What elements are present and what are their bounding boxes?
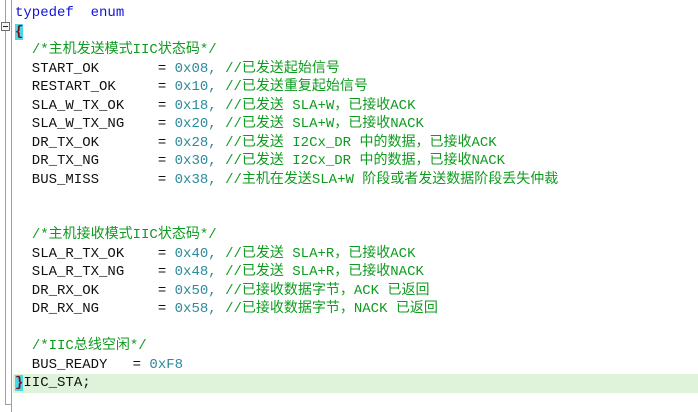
fold-scope-line bbox=[5, 0, 6, 404]
code-line[interactable] bbox=[13, 319, 698, 338]
code-segment-pl bbox=[217, 153, 225, 169]
code-segment-pl bbox=[217, 116, 225, 132]
code-line[interactable]: /*主机发送模式IIC状态码*/ bbox=[13, 41, 698, 60]
code-line[interactable]: START_OK = 0x08, //已发送起始信号 bbox=[13, 60, 698, 79]
code-segment-num: 0x18, bbox=[174, 97, 217, 114]
code-segment-brace: { bbox=[15, 23, 24, 40]
code-lines: typedef enum { /*主机发送模式IIC状态码*/ START_OK … bbox=[13, 0, 698, 411]
code-segment-cm: /*主机发送模式IIC状态码*/ bbox=[31, 42, 217, 58]
code-segment-pl bbox=[217, 301, 225, 317]
code-segment-pl bbox=[217, 79, 225, 95]
minus-glyph bbox=[3, 26, 8, 27]
code-segment-pl: RESTART_OK = bbox=[15, 79, 175, 95]
code-line[interactable]: /*主机接收模式IIC状态码*/ bbox=[13, 226, 698, 245]
code-line[interactable]: typedef enum bbox=[13, 4, 698, 23]
code-line[interactable]: SLA_W_TX_NG = 0x20, //已发送 SLA+W，已接收NACK bbox=[13, 115, 698, 134]
code-line[interactable]: SLA_R_TX_OK = 0x40, //已发送 SLA+R，已接收ACK bbox=[13, 245, 698, 264]
code-segment-pl: SLA_W_TX_OK = bbox=[15, 97, 175, 114]
code-segment-pl bbox=[217, 246, 225, 262]
code-segment-num: 0x50, bbox=[174, 282, 217, 299]
code-segment-cm: //主机在发送SLA+W 阶段或者发送数据阶段丢失仲裁 bbox=[225, 171, 559, 188]
code-segment-num: 0x10, bbox=[174, 79, 217, 95]
code-segment-cm: /*IIC总线空闲*/ bbox=[31, 338, 147, 354]
code-segment-num: 0x08, bbox=[174, 60, 217, 77]
code-line[interactable]: RESTART_OK = 0x10, //已发送重复起始信号 bbox=[13, 78, 698, 97]
code-segment-cm: //已发送 I2Cx_DR 中的数据，已接收NACK bbox=[225, 153, 506, 169]
code-segment-cm: //已发送重复起始信号 bbox=[225, 79, 368, 95]
code-segment-pl bbox=[15, 42, 32, 58]
code-line[interactable]: DR_TX_NG = 0x30, //已发送 I2Cx_DR 中的数据，已接收N… bbox=[13, 152, 698, 171]
code-segment-num: 0xF8 bbox=[149, 356, 184, 373]
code-line-current[interactable]: }IIC_STA; bbox=[13, 374, 698, 393]
code-segment-pl bbox=[15, 338, 32, 354]
code-line[interactable]: /*IIC总线空闲*/ bbox=[13, 337, 698, 356]
code-line[interactable]: SLA_W_TX_OK = 0x18, //已发送 SLA+W，已接收ACK bbox=[13, 97, 698, 116]
code-segment-pl bbox=[217, 283, 225, 299]
code-segment-pl: DR_TX_NG = bbox=[15, 153, 175, 169]
code-segment-pl: SLA_R_TX_OK = bbox=[15, 245, 175, 262]
code-segment-num: 0x38, bbox=[174, 171, 217, 188]
code-line[interactable]: BUS_MISS = 0x38, //主机在发送SLA+W 阶段或者发送数据阶段… bbox=[13, 171, 698, 190]
code-segment-num: 0x58, bbox=[174, 301, 217, 317]
code-segment-cm: //已发送 SLA+R，已接收ACK bbox=[225, 245, 416, 262]
code-segment-num: 0x20, bbox=[174, 116, 217, 132]
code-segment-cm: //已发送起始信号 bbox=[225, 60, 340, 77]
code-segment-pl: START_OK = bbox=[15, 60, 175, 77]
code-segment-pl: DR_RX_OK = bbox=[15, 282, 175, 299]
code-segment-num: 0x48, bbox=[174, 264, 217, 280]
code-segment-pl: BUS_MISS = bbox=[15, 171, 175, 188]
code-segment-pl bbox=[15, 227, 32, 243]
fold-collapse-icon[interactable] bbox=[1, 22, 10, 31]
code-segment-cm: //已接收数据字节，ACK 已返回 bbox=[225, 282, 430, 299]
fold-scope-line-end bbox=[5, 404, 11, 405]
code-segment-pl bbox=[217, 98, 225, 114]
code-line[interactable]: DR_RX_NG = 0x58, //已接收数据字节，NACK 已返回 bbox=[13, 300, 698, 319]
code-segment-pl: DR_RX_NG = bbox=[15, 301, 175, 317]
code-segment-kw: typedef enum bbox=[15, 5, 125, 21]
code-segment-cm: //已发送 SLA+R，已接收NACK bbox=[225, 264, 424, 280]
code-line[interactable]: DR_RX_OK = 0x50, //已接收数据字节，ACK 已返回 bbox=[13, 282, 698, 301]
code-segment-cm: //已接收数据字节，NACK 已返回 bbox=[225, 301, 438, 317]
code-segment-brace: } bbox=[15, 375, 24, 391]
code-segment-pl: BUS_READY = bbox=[15, 356, 150, 373]
code-line[interactable] bbox=[13, 208, 698, 227]
code-segment-pl: SLA_R_TX_NG = bbox=[15, 264, 175, 280]
fold-gutter bbox=[0, 0, 12, 412]
code-segment-num: 0x40, bbox=[174, 245, 217, 262]
code-segment-pl bbox=[217, 61, 225, 77]
code-segment-cm: //已发送 I2Cx_DR 中的数据，已接收ACK bbox=[225, 134, 497, 151]
code-segment-pl bbox=[217, 264, 225, 280]
code-segment-cm: /*主机接收模式IIC状态码*/ bbox=[31, 227, 217, 243]
code-segment-pl bbox=[217, 172, 225, 188]
code-line[interactable] bbox=[13, 393, 698, 412]
code-line[interactable] bbox=[13, 189, 698, 208]
code-segment-pl: IIC_STA; bbox=[23, 375, 91, 391]
code-line[interactable]: BUS_READY = 0xF8 bbox=[13, 356, 698, 375]
code-segment-pl bbox=[217, 135, 225, 151]
code-segment-cm: //已发送 SLA+W，已接收NACK bbox=[225, 116, 424, 132]
code-line[interactable]: DR_TX_OK = 0x28, //已发送 I2Cx_DR 中的数据，已接收A… bbox=[13, 134, 698, 153]
code-segment-num: 0x30, bbox=[174, 153, 217, 169]
code-segment-cm: //已发送 SLA+W，已接收ACK bbox=[225, 97, 416, 114]
code-line[interactable]: { bbox=[13, 23, 698, 42]
gutter-divider bbox=[11, 0, 12, 412]
code-line[interactable]: SLA_R_TX_NG = 0x48, //已发送 SLA+R，已接收NACK bbox=[13, 263, 698, 282]
code-segment-pl: SLA_W_TX_NG = bbox=[15, 116, 175, 132]
code-segment-num: 0x28, bbox=[174, 134, 217, 151]
code-segment-pl: DR_TX_OK = bbox=[15, 134, 175, 151]
